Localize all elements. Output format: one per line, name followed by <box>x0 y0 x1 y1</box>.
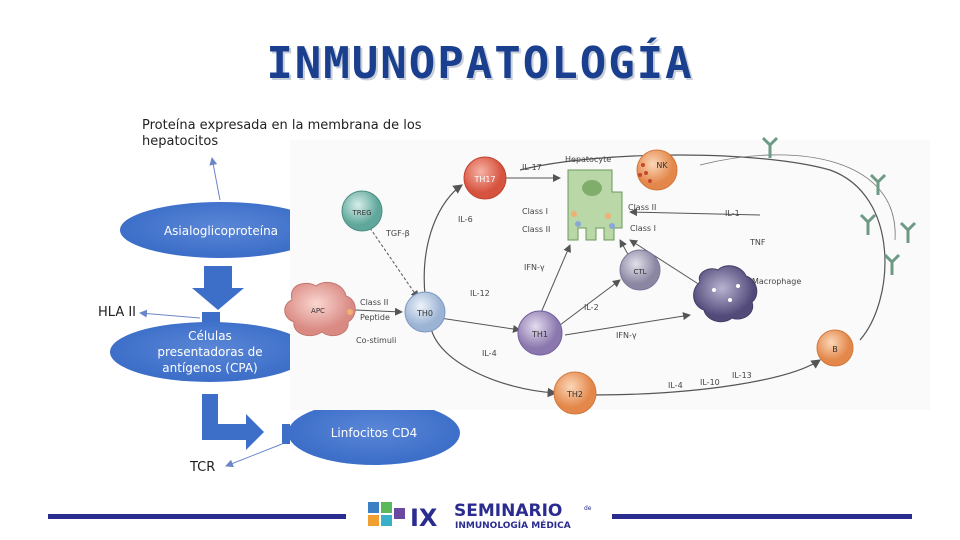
loop-top <box>519 154 886 341</box>
footer-line-left <box>48 514 346 519</box>
line-th0-th1 <box>439 317 521 333</box>
label-il10: IL-10 <box>700 378 720 387</box>
immune-diagram: Hepatocyte NK TH17 TREG APC TH0 TH1 CTL … <box>284 136 930 415</box>
logo-tile <box>368 502 379 513</box>
macrophage-dot <box>712 288 716 292</box>
loop-bottom <box>589 359 821 396</box>
hepatocyte-label: Hepatocyte <box>565 155 611 164</box>
arrow-to-tcr <box>225 443 283 468</box>
label-class2-b: Class II <box>628 203 656 212</box>
label-class1-b: Class I <box>630 224 656 233</box>
label-peptide: Peptide <box>360 313 390 322</box>
cpa-label-line2: presentadoras de <box>157 345 262 359</box>
apc-receptor <box>347 309 353 315</box>
b-label: B <box>832 345 838 354</box>
cpa-node <box>110 322 310 382</box>
logo-de: de <box>584 505 592 512</box>
th2-label: TH2 <box>566 390 583 399</box>
loop-th0-th17 <box>423 184 463 296</box>
left-flow: Asialoglicoproteína Células presentadora… <box>110 157 460 468</box>
label-il4-a: IL-4 <box>482 349 497 358</box>
label-il17: IL-17 <box>522 163 542 172</box>
apc-cell <box>284 281 356 337</box>
hepatocyte-cell <box>567 169 623 241</box>
label-tnf: TNF <box>749 238 766 247</box>
th0-label: TH0 <box>416 309 433 318</box>
nk-label: NK <box>656 161 668 170</box>
treg-cell <box>341 190 383 232</box>
label-tgfb: TGF-β <box>385 229 410 238</box>
label-class2-apc: Class II <box>360 298 388 307</box>
line-treg-th0 <box>369 227 419 299</box>
macrophage-cell <box>693 265 758 323</box>
logo-name: SEMINARIO <box>454 501 562 521</box>
logo-tile <box>381 502 392 513</box>
page-title: INMUNOPATOLOGÍA <box>266 38 694 89</box>
th1-cell <box>517 310 563 356</box>
nk-cell <box>636 149 678 191</box>
th2-cell <box>553 371 597 415</box>
label-class1-a: Class I <box>522 207 548 216</box>
macrophage-dot <box>728 298 732 302</box>
logo-tile <box>368 515 379 526</box>
th1-label: TH1 <box>531 330 548 339</box>
bent-arrow <box>202 394 264 450</box>
logo-roman: IX <box>410 504 438 532</box>
tcr-label: TCR <box>190 460 216 475</box>
label-il1: IL-1 <box>725 209 740 218</box>
cd8-cell <box>619 249 661 291</box>
th17-cell <box>463 156 507 200</box>
line-th1-ctl <box>559 279 621 326</box>
arrow-to-hla <box>139 309 201 319</box>
asialoglicoproteina-label: Asialoglicoproteína <box>164 224 278 238</box>
line-mac-hep <box>629 239 701 286</box>
asialoglicoproteina-node <box>120 202 322 258</box>
label-il13: IL-13 <box>732 371 752 380</box>
label-il12: IL-12 <box>470 289 490 298</box>
cpa-label-line3: antígenos (CPA) <box>162 361 257 375</box>
label-il2: IL-2 <box>584 303 599 312</box>
tcr-connector <box>282 424 290 444</box>
line-il1 <box>629 208 761 217</box>
label-costim: Co-stimuli <box>356 336 396 345</box>
seminario-logo: IX SEMINARIO de INMUNOLOGÍA MÉDICA <box>368 501 592 532</box>
th17-label: TH17 <box>473 175 495 184</box>
line-th1-hep <box>539 244 571 316</box>
macrophage-dot <box>736 284 740 288</box>
cd4-label: Linfocitos CD4 <box>331 426 418 440</box>
b-cell <box>816 329 854 367</box>
label-il4-b: IL-4 <box>668 381 683 390</box>
macrophage-label: Macrophage <box>752 277 801 286</box>
cd8-label: CTL <box>633 268 646 276</box>
top-note: Proteína expresada en la membrana de los… <box>142 118 422 149</box>
antibody-icon <box>761 136 917 275</box>
loop-right <box>699 154 896 241</box>
logo-tile <box>394 508 405 519</box>
label-ifng-2: IFN-γ <box>616 331 637 340</box>
cpa-label-line1: Células <box>188 329 232 343</box>
line-th1-mac <box>564 312 691 336</box>
logo-sub: INMUNOLOGÍA MÉDICA <box>455 519 571 531</box>
small-connector <box>202 312 220 324</box>
hla-label: HLA II <box>98 305 137 320</box>
apc-label: APC <box>311 307 325 315</box>
label-ifng-1: IFN-γ <box>524 263 545 272</box>
label-il6: IL-6 <box>458 215 473 224</box>
logo-tile <box>381 515 392 526</box>
arrow-to-note <box>209 157 221 201</box>
down-arrow <box>192 266 244 310</box>
label-class2-a: Class II <box>522 225 550 234</box>
cd4-node <box>288 401 460 465</box>
loop-th0-th2 <box>429 319 558 398</box>
line-apc-th0 <box>354 307 403 316</box>
treg-label: TREG <box>352 209 372 217</box>
th0-cell <box>404 291 446 333</box>
footer-line-right <box>612 514 912 519</box>
